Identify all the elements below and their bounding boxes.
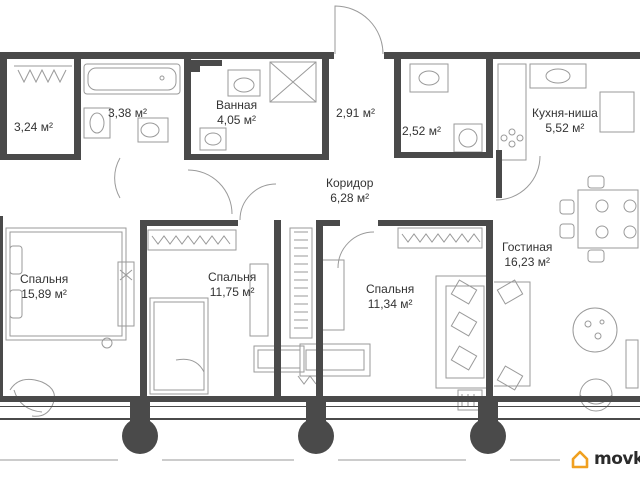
room-area: 3,38 м² [108, 106, 147, 120]
room-name: Спальня [208, 270, 257, 284]
watermark: movk [570, 449, 640, 469]
bath1-toilet [137, 117, 169, 143]
dining-table [559, 175, 639, 263]
coffee-table [572, 307, 618, 353]
room-area: 5,52 м² [545, 121, 585, 135]
room-area: 4,05 м² [217, 113, 257, 127]
walls [0, 52, 640, 454]
room-laundry: 2,52 м² [402, 124, 441, 139]
room-area: 2,91 м² [336, 106, 375, 120]
storage-wardrobe [14, 65, 72, 84]
bedroom1-desk [101, 261, 135, 349]
room-corridor: Коридор 6,28 м² [326, 176, 373, 206]
bath1-sink [83, 107, 111, 139]
room-area: 15,89 м² [21, 287, 67, 301]
room-name: Гостиная [502, 240, 553, 254]
kitchen-counter [497, 63, 635, 161]
room-name: Спальня [20, 272, 69, 286]
room-bedroom1: Спальня 15,89 м² [20, 272, 68, 302]
room-area: 11,34 м² [367, 297, 413, 311]
bath2-toilet [199, 127, 227, 151]
armchair [9, 378, 55, 417]
room-name: Кухня-ниша [532, 106, 598, 120]
room-storage: 3,24 м² [14, 120, 53, 135]
bedroom3-desk [297, 259, 371, 385]
laundry-sink [409, 63, 449, 93]
bedroom2-wardrobe [147, 229, 237, 251]
door-swings [114, 5, 541, 269]
bedroom3-wardrobe [397, 227, 483, 249]
room-name: Ванная [216, 98, 258, 112]
bath2-sink [227, 69, 261, 97]
room-kitchen: Кухня-ниша 5,52 м² [532, 106, 598, 136]
room-bedroom3: Спальня 11,34 м² [366, 282, 414, 312]
watermark-brand: movk [594, 449, 640, 469]
room-name: Спальня [366, 282, 415, 296]
bedroom2-bed [149, 297, 209, 395]
shower [269, 61, 317, 103]
corner-sofa [494, 279, 531, 391]
sofa [435, 275, 489, 389]
center-wardrobe [289, 227, 313, 339]
room-hall: 2,91 м² [336, 106, 375, 121]
washing-machine [453, 123, 483, 153]
room-area: 11,75 м² [209, 285, 255, 299]
bedroom1-bed [5, 227, 127, 341]
room-area: 16,23 м² [504, 255, 550, 269]
room-living: Гостиная 16,23 м² [502, 240, 552, 270]
room-name: Коридор [326, 176, 374, 190]
room-bedroom2: Спальня 11,75 м² [208, 270, 256, 300]
room-area: 3,24 м² [14, 120, 53, 134]
house-icon [571, 450, 589, 469]
room-area: 2,52 м² [402, 124, 441, 138]
room-bath2: Ванная 4,05 м² [216, 98, 257, 128]
room-bath1: 3,38 м² [108, 106, 147, 121]
bathtub [83, 63, 181, 95]
room-area: 6,28 м² [330, 191, 370, 205]
